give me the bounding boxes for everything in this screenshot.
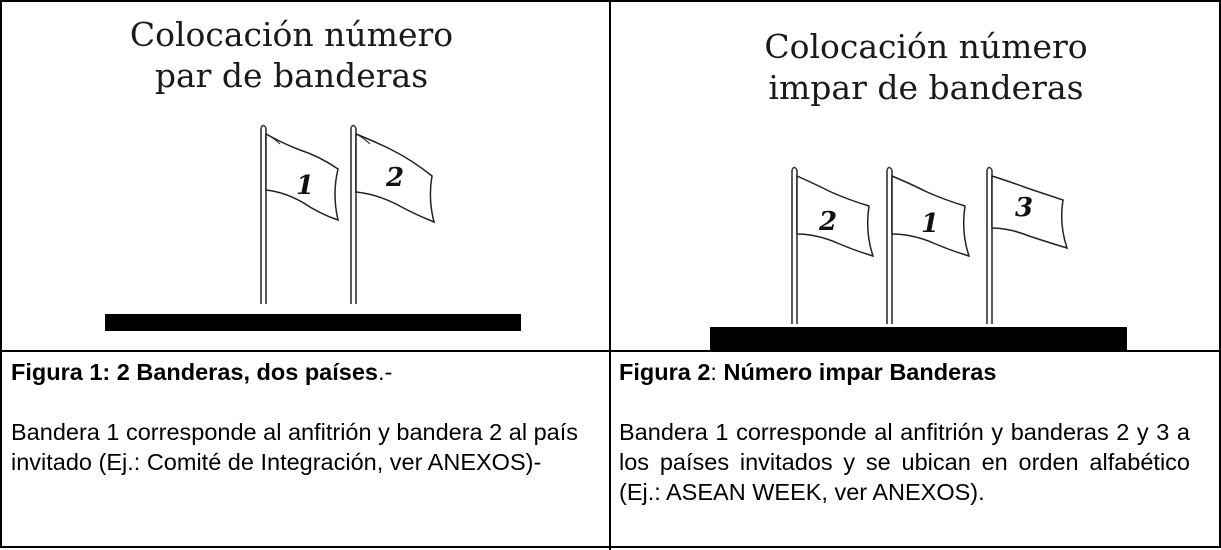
- figure2-description: Bandera 1 corresponde al anfitrión y ban…: [619, 419, 1190, 505]
- flag-icon: 1: [886, 166, 971, 324]
- figure1-caption-bold: Figura 1: 2 Banderas, dos países: [11, 359, 378, 385]
- figure2-image: Colocación número impar de banderas 2 1: [611, 4, 1221, 350]
- figure2-flag-left-number: 2: [818, 207, 837, 237]
- figure2-flag-right-number: 3: [1015, 193, 1033, 223]
- figure2-flags-drawing: 2 1 3: [791, 166, 1069, 324]
- figure2-image-title: Colocación número impar de banderas: [621, 26, 1221, 109]
- flag-icon: 1: [260, 124, 340, 304]
- column-divider: [609, 2, 611, 550]
- figure1-text-cell: Figura 1: 2 Banderas, dos países.- Bande…: [4, 352, 606, 548]
- figure2-image-title-line2: impar de banderas: [768, 68, 1084, 108]
- figure2-flag-center-number: 1: [921, 209, 939, 239]
- figure2-caption-bold-a: Figura 2: [619, 359, 711, 385]
- figure2-image-title-line1: Colocación número: [764, 27, 1088, 66]
- flag-icon: 2: [791, 166, 875, 324]
- flag-icon: 3: [986, 166, 1069, 324]
- figure2-ground-bar: [710, 327, 1127, 350]
- figure2-text-cell: Figura 2: Número impar Banderas Bandera …: [611, 352, 1190, 548]
- figure1-image: Colocación número par de banderas 1 2: [4, 4, 609, 350]
- figure1-image-title-line1: Colocación número: [129, 15, 454, 54]
- row-divider: [2, 350, 1221, 352]
- figure1-caption: Figura 1: 2 Banderas, dos países.-: [11, 352, 606, 387]
- figure1-ground-bar: [105, 314, 521, 331]
- figure1-image-title-line2: par de banderas: [154, 56, 429, 96]
- figure1-caption-tail: .-: [378, 359, 393, 385]
- figure1-flag-2-number: 2: [385, 163, 404, 193]
- figure1-flag-1-number: 1: [296, 171, 314, 201]
- figure2-caption: Figura 2: Número impar Banderas: [619, 352, 1190, 387]
- figure1-description: Bandera 1 corresponde al anfitrión y ban…: [11, 419, 578, 475]
- figure2-caption-sep: :: [710, 359, 724, 385]
- figure1-image-title: Colocación número par de banderas: [4, 14, 594, 97]
- flag-icon: 2: [350, 124, 436, 304]
- figure2-caption-bold-b: Número impar Banderas: [723, 359, 997, 385]
- figure1-flags-drawing: 1 2: [260, 124, 436, 304]
